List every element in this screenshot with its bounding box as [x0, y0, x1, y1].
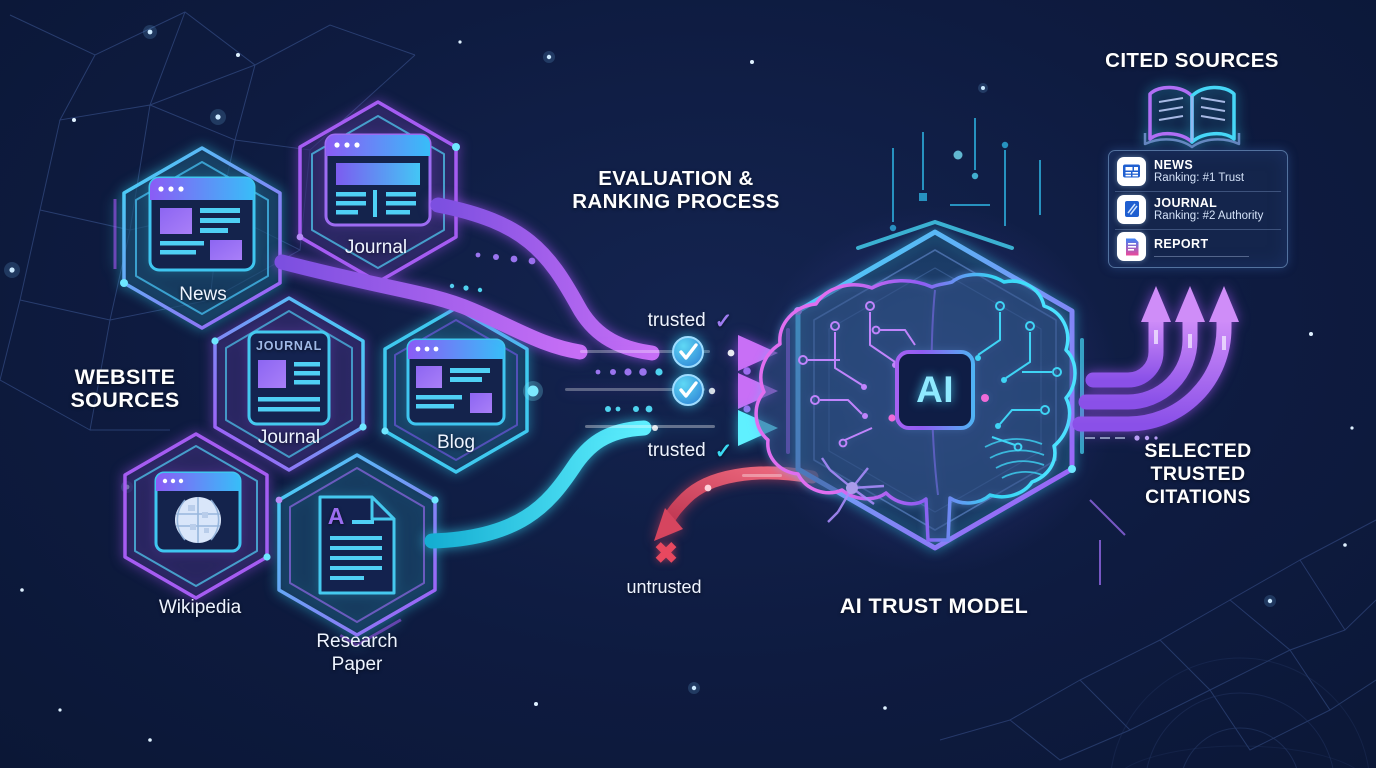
blog-browser-icon	[406, 338, 506, 426]
background-glow-dots	[4, 25, 1354, 742]
website-sources-title: WEBSITE SOURCES	[70, 365, 180, 413]
journal-doc-header: JOURNAL	[255, 339, 323, 353]
cited-news-name: NEWS	[1154, 157, 1194, 172]
wikipedia-globe-icon	[175, 497, 221, 543]
wikipedia-browser-icon	[154, 471, 242, 553]
untrusted-x-icon: ✖	[653, 538, 679, 570]
news-hexagon	[113, 136, 291, 340]
check-badge-2	[672, 374, 704, 406]
wikipedia-hexagon	[123, 432, 271, 600]
trusted-top-text: trusted	[647, 310, 706, 331]
circuit-decor	[889, 118, 1126, 585]
cited-row-report: REPORT	[1115, 230, 1281, 263]
research-doc-letter: A	[327, 503, 345, 529]
evaluation-title: EVALUATION & RANKING PROCESS	[572, 167, 780, 213]
journal-top-label: Journal	[344, 237, 408, 258]
trusted-arrow-2	[540, 373, 778, 409]
research-doc-icon	[318, 495, 396, 595]
ai-chip-label: AI	[916, 368, 954, 410]
ai-chip	[895, 350, 975, 430]
neuron-icon	[821, 457, 885, 523]
cited-report-name: REPORT	[1154, 236, 1209, 251]
news-connector	[274, 254, 588, 360]
cited-sources-title: CITED SOURCES	[1105, 49, 1279, 72]
journal-mid-hexagon	[211, 296, 367, 472]
network-mesh-bottom-right	[939, 519, 1376, 768]
wikipedia-label: Wikipedia	[158, 597, 242, 618]
ai-trust-model-title: AI TRUST MODEL	[839, 594, 1029, 618]
cited-row-news: NEWS Ranking: #1 Trust	[1115, 155, 1281, 192]
trusted-arrow-1	[556, 335, 778, 371]
trusted-bottom-check-icon: ✓	[714, 440, 733, 463]
journal-top-browser-icon	[324, 133, 432, 227]
untrusted-label: untrusted	[626, 577, 702, 597]
cited-journal-name: JOURNAL	[1154, 195, 1218, 210]
ai-model-hexagon	[750, 205, 1120, 575]
journal-mini-icon	[1117, 194, 1146, 224]
journal-top-hexagon	[296, 100, 460, 284]
cited-journal-ranking: Ranking: #2 Authority	[1154, 209, 1264, 222]
report-mini-icon	[1117, 232, 1146, 262]
news-browser-icon	[148, 176, 256, 272]
trusted-bottom-text: trusted	[647, 440, 706, 461]
trusted-top-check-icon: ✓	[714, 310, 733, 333]
blog-label: Blog	[436, 432, 476, 453]
news-mini-icon	[1117, 156, 1146, 186]
cited-news-ranking: Ranking: #1 Trust	[1154, 171, 1245, 184]
research-paper-hexagon	[268, 443, 446, 647]
cited-report-line	[1154, 255, 1249, 257]
trusted-bottom-label: trusted ✓	[610, 440, 770, 464]
trusted-top-label: trusted ✓	[610, 310, 770, 334]
blog-hexagon	[381, 306, 529, 474]
journal-top-connector	[430, 197, 660, 361]
check-badge-1	[672, 336, 704, 368]
citation-arrows	[1072, 286, 1239, 441]
selected-trusted-citations-label: SELECTED TRUSTED CITATIONS	[1144, 440, 1252, 508]
trusted-arrows	[540, 335, 778, 446]
cited-sources-panel: NEWS Ranking: #1 Trust JOURNAL Ranking: …	[1108, 150, 1288, 268]
research-paper-label: Research Paper	[316, 631, 398, 675]
cited-sources-book-icon	[1143, 85, 1241, 149]
journal-mid-label: Journal	[257, 427, 321, 448]
cited-row-journal: JOURNAL Ranking: #2 Authority	[1115, 193, 1281, 230]
news-label: News	[179, 284, 227, 305]
journal-mid-doc-icon	[247, 330, 331, 426]
